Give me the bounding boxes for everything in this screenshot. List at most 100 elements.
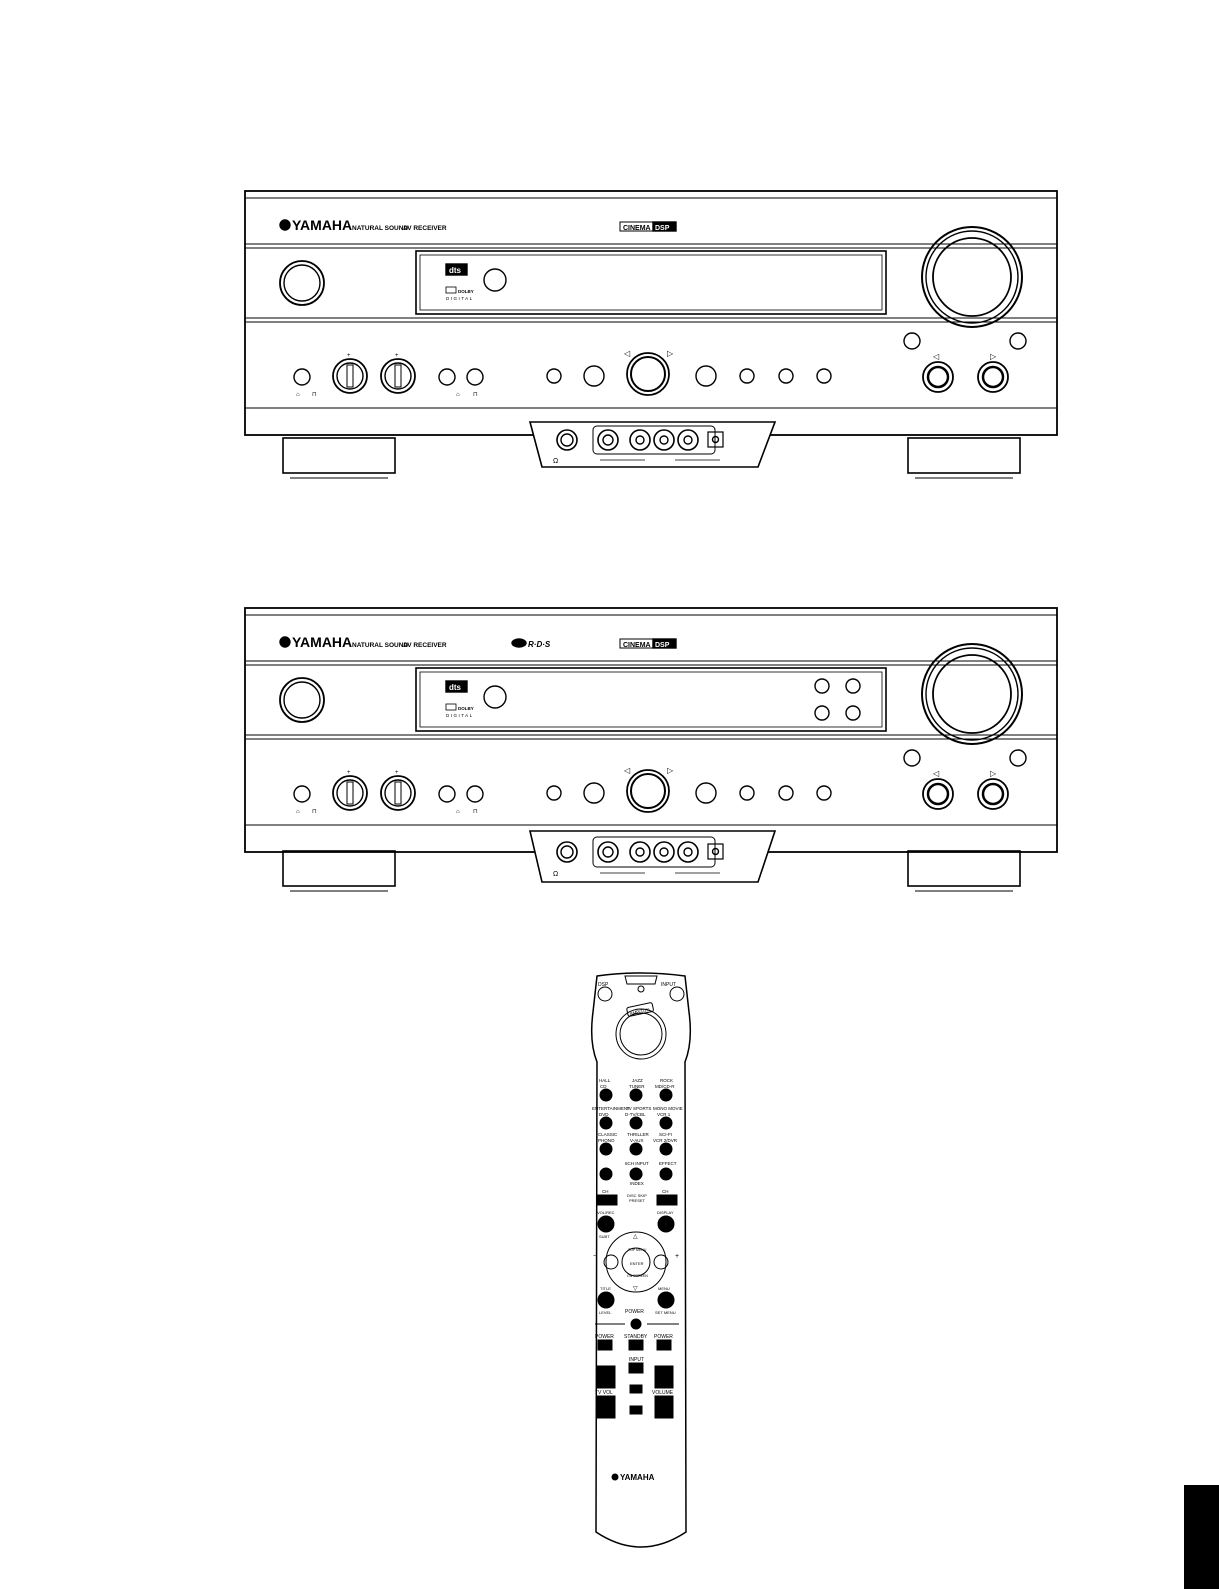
program-knob-right: ▷ [977, 352, 1009, 393]
small-button [778, 785, 794, 801]
small-button [546, 785, 562, 801]
foot-right [907, 437, 1021, 474]
svg-text:+10: +10 [662, 1172, 670, 1177]
remote-control: DSP INPUT AMP/TUN HALL CD 1 JAZZ TUNER 2… [585, 972, 697, 1557]
svg-text:⌂: ⌂ [296, 392, 300, 398]
svg-text:1: 1 [604, 1093, 607, 1098]
svg-text:VOLUME: VOLUME [652, 1390, 674, 1396]
front-input-panel: Ω [528, 421, 777, 468]
small-button [466, 368, 484, 386]
foot-left [282, 850, 396, 887]
svg-text:◁: ◁ [933, 769, 940, 778]
svg-text:2: 2 [634, 1093, 637, 1098]
svg-text:YAMAHA: YAMAHA [292, 217, 352, 233]
page-edge-tab [1184, 1485, 1219, 1589]
svg-text:+: + [603, 1373, 607, 1380]
small-button [1009, 332, 1027, 350]
svg-text:VCR 1: VCR 1 [657, 1112, 671, 1117]
svg-text:CH: CH [662, 1189, 669, 1194]
svg-text:VCR 2/DVR: VCR 2/DVR [653, 1138, 678, 1143]
svg-text:CH: CH [602, 1189, 609, 1194]
small-button [466, 785, 484, 803]
svg-text:⏻/⏸: ⏻/⏸ [601, 1222, 607, 1227]
svg-text:CD: CD [600, 1084, 607, 1089]
svg-text:EFFECT: EFFECT [659, 1161, 677, 1166]
svg-text:+: + [347, 770, 351, 776]
svg-text:DSP: DSP [655, 225, 670, 232]
small-button [903, 749, 921, 767]
receiver-front-panel-2: YAMAHA NATURAL SOUND AV RECEIVER R·D·S C… [240, 605, 1075, 910]
svg-text:▷: ▷ [990, 769, 997, 778]
numeric-keypad: HALL CD 1 JAZZ TUNER 2 ROCK MD/CD-R 3 EN… [592, 1078, 683, 1156]
svg-text:TV: TV [602, 1343, 607, 1348]
svg-text:6CH INPUT: 6CH INPUT [625, 1161, 649, 1166]
svg-text:⊓: ⊓ [473, 809, 478, 815]
svg-text:⌂: ⌂ [456, 809, 460, 815]
svg-text:D-TV/CBL: D-TV/CBL [625, 1112, 646, 1117]
amp-tuner-dial: AMP/TUN [615, 1002, 667, 1060]
svg-text:DOLBY: DOLBY [458, 706, 474, 711]
volume-knob [921, 226, 1023, 328]
svg-text:◁: ◁ [624, 349, 631, 358]
tagline: NATURAL SOUND [352, 225, 408, 232]
svg-text:VOL/REC: VOL/REC [597, 1210, 615, 1215]
small-button [1009, 749, 1027, 767]
svg-text:ENTERTAINMENT: ENTERTAINMENT [592, 1106, 630, 1111]
dsp-button [597, 986, 613, 1002]
svg-text:DOLBY: DOLBY [458, 289, 474, 294]
svg-text:THRILLER: THRILLER [627, 1132, 650, 1137]
svg-text:dts: dts [449, 683, 462, 692]
program-knob-left: ◁ [922, 352, 954, 393]
yamaha-logo: YAMAHA [279, 217, 352, 233]
svg-text:0: 0 [604, 1172, 607, 1177]
svg-text:8: 8 [634, 1147, 637, 1152]
svg-text:YAMAHA: YAMAHA [620, 1473, 655, 1482]
tuner-buttons [814, 678, 861, 721]
svg-text:AV: AV [633, 1323, 638, 1327]
svg-text:AUDIO: AUDIO [631, 1388, 641, 1392]
svg-text:9: 9 [664, 1147, 667, 1152]
svg-text:MENU: MENU [658, 1286, 670, 1291]
cursor-pad: △ ▽ TOP MENU ENTER ON SCREEN − + [593, 1231, 679, 1293]
svg-text:▷: ▷ [667, 766, 674, 775]
svg-text:+: + [395, 770, 399, 776]
svg-text:+: + [664, 1198, 668, 1205]
foot-left [282, 437, 396, 474]
program-button [695, 782, 717, 804]
power-knob [279, 260, 325, 306]
small-button [546, 368, 562, 384]
cinema-dsp-logo: CINEMA DSP [619, 221, 677, 232]
program-knob-left: ◁ [922, 769, 954, 810]
small-button [293, 785, 311, 803]
svg-text:⊓: ⊓ [312, 392, 317, 398]
dolby-digital-logo: DOLBY DIGITAL [445, 703, 474, 718]
small-button [816, 785, 832, 801]
model-type: AV RECEIVER [403, 642, 447, 649]
svg-text:INDEX: INDEX [630, 1181, 644, 1186]
svg-text:ROCK: ROCK [660, 1078, 673, 1083]
svg-text:+: + [675, 1253, 679, 1260]
tone-knob-treble: + [380, 353, 416, 394]
remote-body [590, 972, 692, 1548]
svg-text:SUBT: SUBT [599, 1234, 610, 1239]
svg-text:MD/CD-R: MD/CD-R [655, 1084, 675, 1089]
input-button [669, 986, 685, 1002]
svg-text:PHONO: PHONO [598, 1138, 615, 1143]
svg-text:V-AUX: V-AUX [630, 1138, 644, 1143]
svg-text:⌂: ⌂ [456, 392, 460, 398]
svg-text:⊓: ⊓ [473, 392, 478, 398]
small-button [816, 368, 832, 384]
svg-text:−: − [661, 1404, 665, 1411]
svg-text:STANDBY: STANDBY [624, 1334, 648, 1340]
svg-text:AMP/TUN: AMP/TUN [629, 1007, 650, 1016]
svg-text:TITLE: TITLE [600, 1286, 611, 1291]
svg-text:DIGITAL: DIGITAL [446, 296, 474, 301]
tone-knob-bass: + [332, 353, 368, 394]
svg-text:PRESET: PRESET [629, 1198, 646, 1203]
svg-text:5: 5 [634, 1121, 637, 1126]
svg-text:R·D·S: R·D·S [528, 640, 551, 649]
program-button [695, 365, 717, 387]
power-knob [279, 677, 325, 723]
dolby-digital-logo: DOLBY DIGITAL [445, 286, 474, 301]
svg-text:−: − [604, 1198, 608, 1205]
